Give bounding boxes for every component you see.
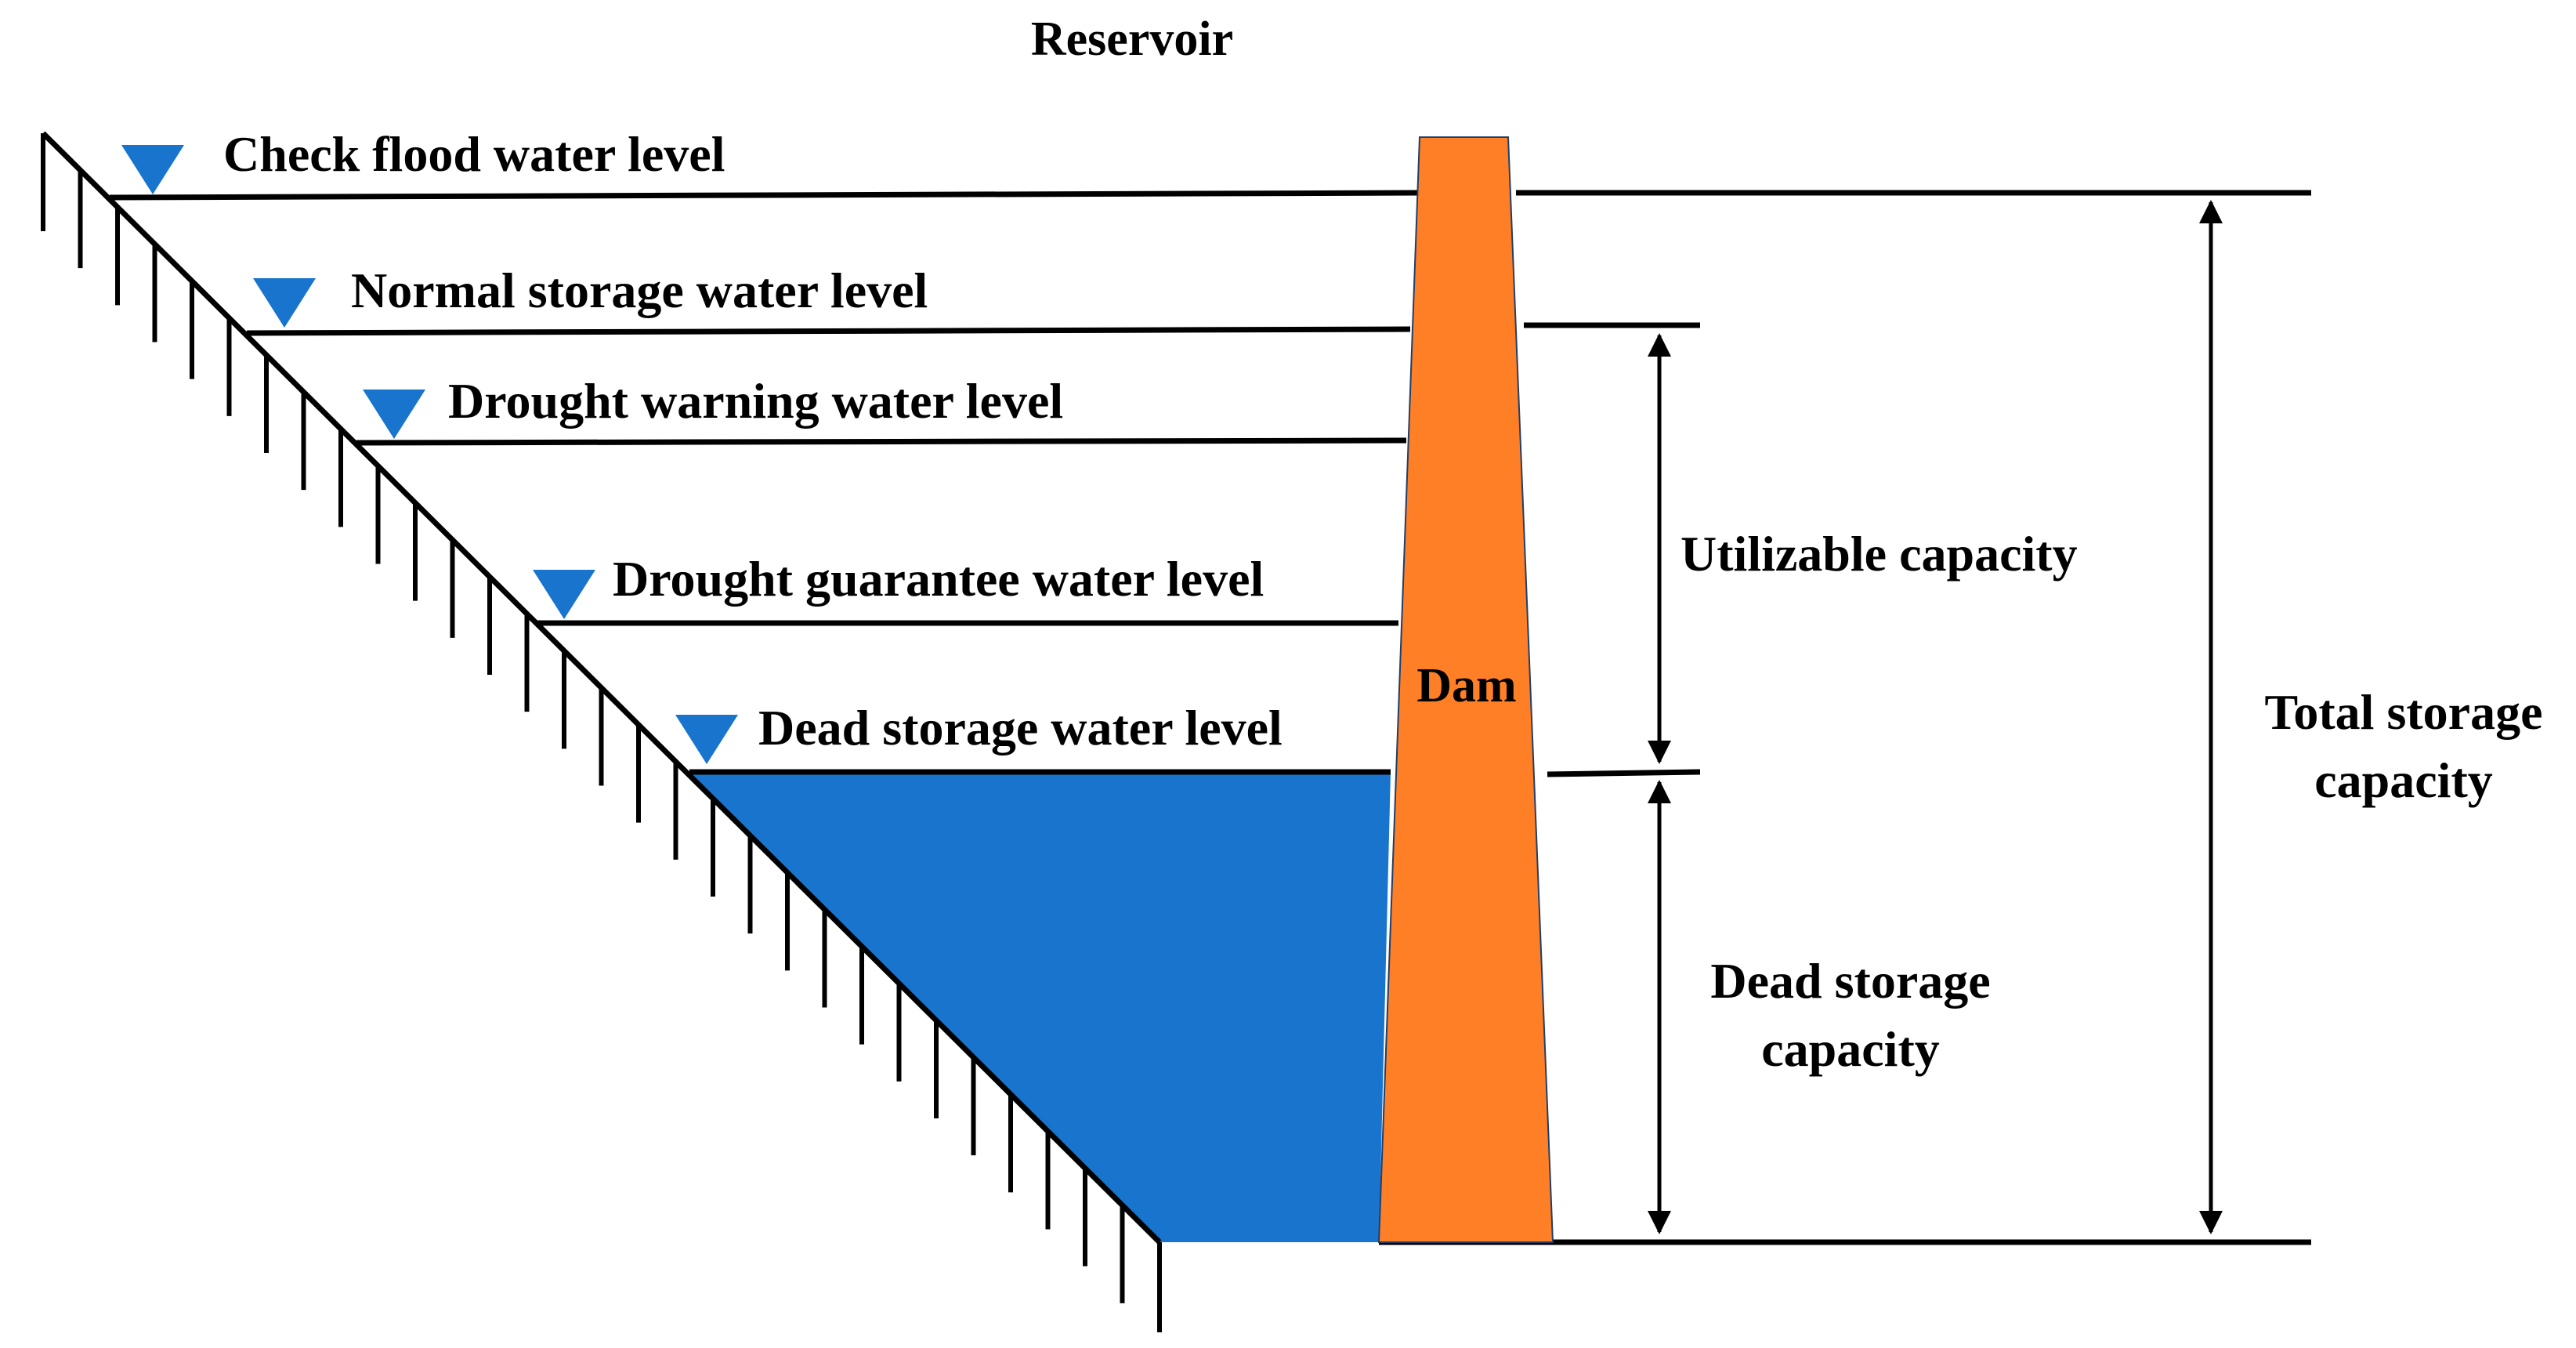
drought-guarantee-level-marker bbox=[533, 570, 595, 619]
total-storage-capacity-label-line2: capacity bbox=[2314, 752, 2493, 808]
dead-storage-level-marker bbox=[675, 715, 738, 764]
dam-label: Dam bbox=[1416, 659, 1516, 712]
bank-hatching bbox=[41, 133, 1162, 1332]
check-flood-level-line bbox=[109, 190, 1419, 201]
bank-slope-line bbox=[41, 131, 1162, 1245]
dead-storage-capacity-label-line1: Dead storage bbox=[1710, 953, 1990, 1009]
dead-storage-level-line-right bbox=[1547, 769, 1701, 777]
drought-warning-level-line bbox=[356, 437, 1407, 446]
dead-storage-capacity-label-line2: capacity bbox=[1761, 1021, 1940, 1077]
normal-storage-level-label: Normal storage water level bbox=[351, 263, 928, 318]
dam-body bbox=[1377, 136, 1554, 1243]
total-storage-capacity-label-line1: Total storage bbox=[2265, 684, 2543, 740]
check-flood-level-label: Check flood water level bbox=[223, 126, 725, 182]
utilizable-capacity-label: Utilizable capacity bbox=[1681, 526, 2078, 582]
drought-warning-level-label: Drought warning water level bbox=[448, 373, 1063, 429]
drought-warning-level-marker bbox=[363, 390, 425, 439]
dead-storage-water bbox=[689, 772, 1391, 1242]
normal-storage-level-marker bbox=[253, 278, 316, 328]
check-flood-level-marker bbox=[121, 145, 184, 194]
diagram-title: Reservoir bbox=[1031, 13, 1233, 66]
drought-guarantee-level-label: Drought guarantee water level bbox=[613, 551, 1264, 607]
normal-storage-level-line bbox=[246, 326, 1411, 336]
dead-storage-level-label: Dead storage water level bbox=[758, 700, 1283, 756]
